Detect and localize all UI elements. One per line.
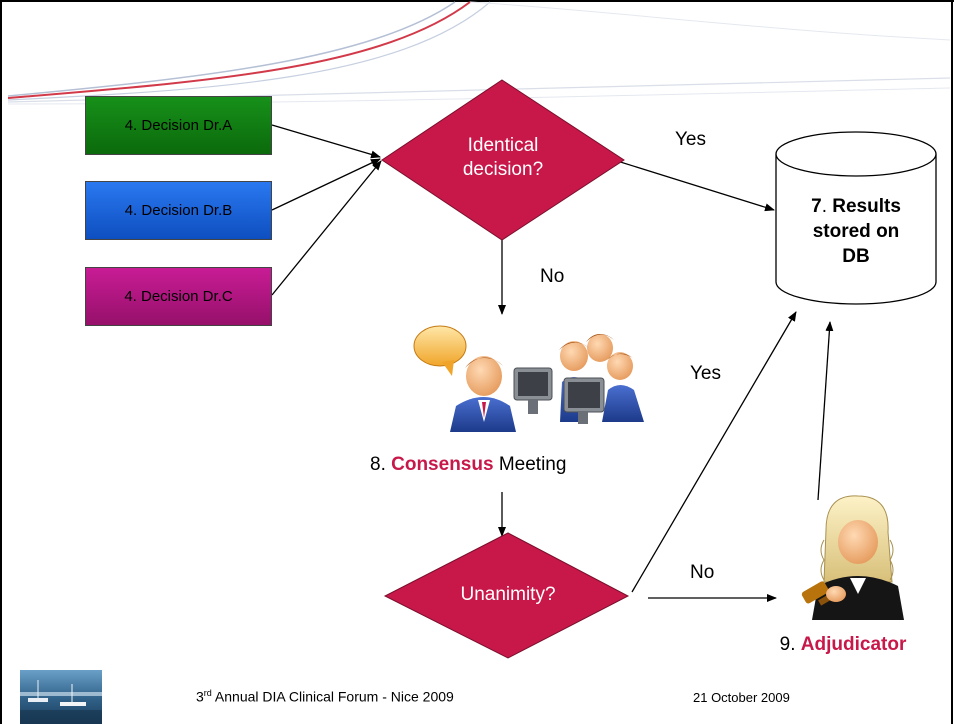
decision-box-dr-a-label: 4. Decision Dr.A bbox=[124, 117, 233, 134]
label-no-bottom: No bbox=[690, 562, 715, 583]
label-yes-top: Yes bbox=[675, 129, 706, 150]
decorative-swoosh bbox=[7, 1, 951, 105]
identical-decision-text: Identical decision? bbox=[430, 134, 576, 182]
db-sep: . bbox=[821, 196, 833, 217]
footer-forum-sup: rd bbox=[203, 688, 212, 698]
db-line3: DB bbox=[842, 246, 870, 267]
decision-box-dr-a: 4. Decision Dr.A bbox=[85, 96, 272, 155]
db-label: 7. Results stored on DB bbox=[776, 194, 936, 269]
label-no-mid: No bbox=[540, 266, 565, 287]
consensus-meeting-label: 8. Consensus Meeting bbox=[370, 454, 640, 476]
database-cylinder-icon bbox=[775, 131, 937, 305]
decision-box-dr-c: 4. Decision Dr.C bbox=[85, 267, 272, 326]
identical-line2: decision? bbox=[462, 159, 544, 180]
consensus-prefix: 8. bbox=[370, 454, 392, 475]
db-line1: 7. Results bbox=[776, 194, 936, 219]
arrow-unanimity-to-db bbox=[631, 311, 797, 593]
arrow-adjudicator-to-db bbox=[817, 321, 834, 501]
arrow-c-to-decision bbox=[271, 160, 382, 296]
unanimity-diamond bbox=[383, 532, 630, 659]
adjudicator-prefix: 9. bbox=[779, 634, 801, 655]
footer-date: 21 October 2009 bbox=[693, 690, 790, 705]
arrow-b-to-decision bbox=[271, 158, 381, 211]
footer-forum: 3rd Annual DIA Clinical Forum - Nice 200… bbox=[196, 688, 454, 705]
decision-box-dr-c-label: 4. Decision Dr.C bbox=[124, 288, 233, 305]
decision-box-dr-b: 4. Decision Dr.B bbox=[85, 181, 272, 240]
footer-forum-num: 3 bbox=[196, 688, 204, 705]
identical-decision-diamond bbox=[381, 79, 625, 241]
decision-box-dr-b-label: 4. Decision Dr.B bbox=[124, 202, 233, 219]
db-line1-text: Results bbox=[832, 196, 901, 217]
arrow-decision-to-db bbox=[613, 159, 775, 212]
label-yes-mid: Yes bbox=[690, 363, 721, 384]
consensus-suffix: Meeting bbox=[493, 454, 567, 475]
consensus-highlight: Consensus bbox=[391, 454, 494, 475]
adjudicator-label: 9. Adjudicator bbox=[758, 634, 928, 656]
identical-line1: Identical bbox=[467, 135, 539, 156]
harbor-photo-icon bbox=[20, 670, 102, 724]
adjudicator-highlight: Adjudicator bbox=[800, 634, 907, 655]
unanimity-text: Unanimity? bbox=[460, 584, 556, 605]
people-meeting-icon bbox=[413, 325, 644, 432]
arrow-a-to-decision bbox=[271, 124, 381, 159]
footer-forum-text: Annual DIA Clinical Forum - Nice 2009 bbox=[211, 688, 454, 705]
db-line2: stored on bbox=[812, 221, 900, 242]
judge-icon bbox=[801, 495, 904, 620]
db-step-number: 7 bbox=[811, 196, 822, 217]
